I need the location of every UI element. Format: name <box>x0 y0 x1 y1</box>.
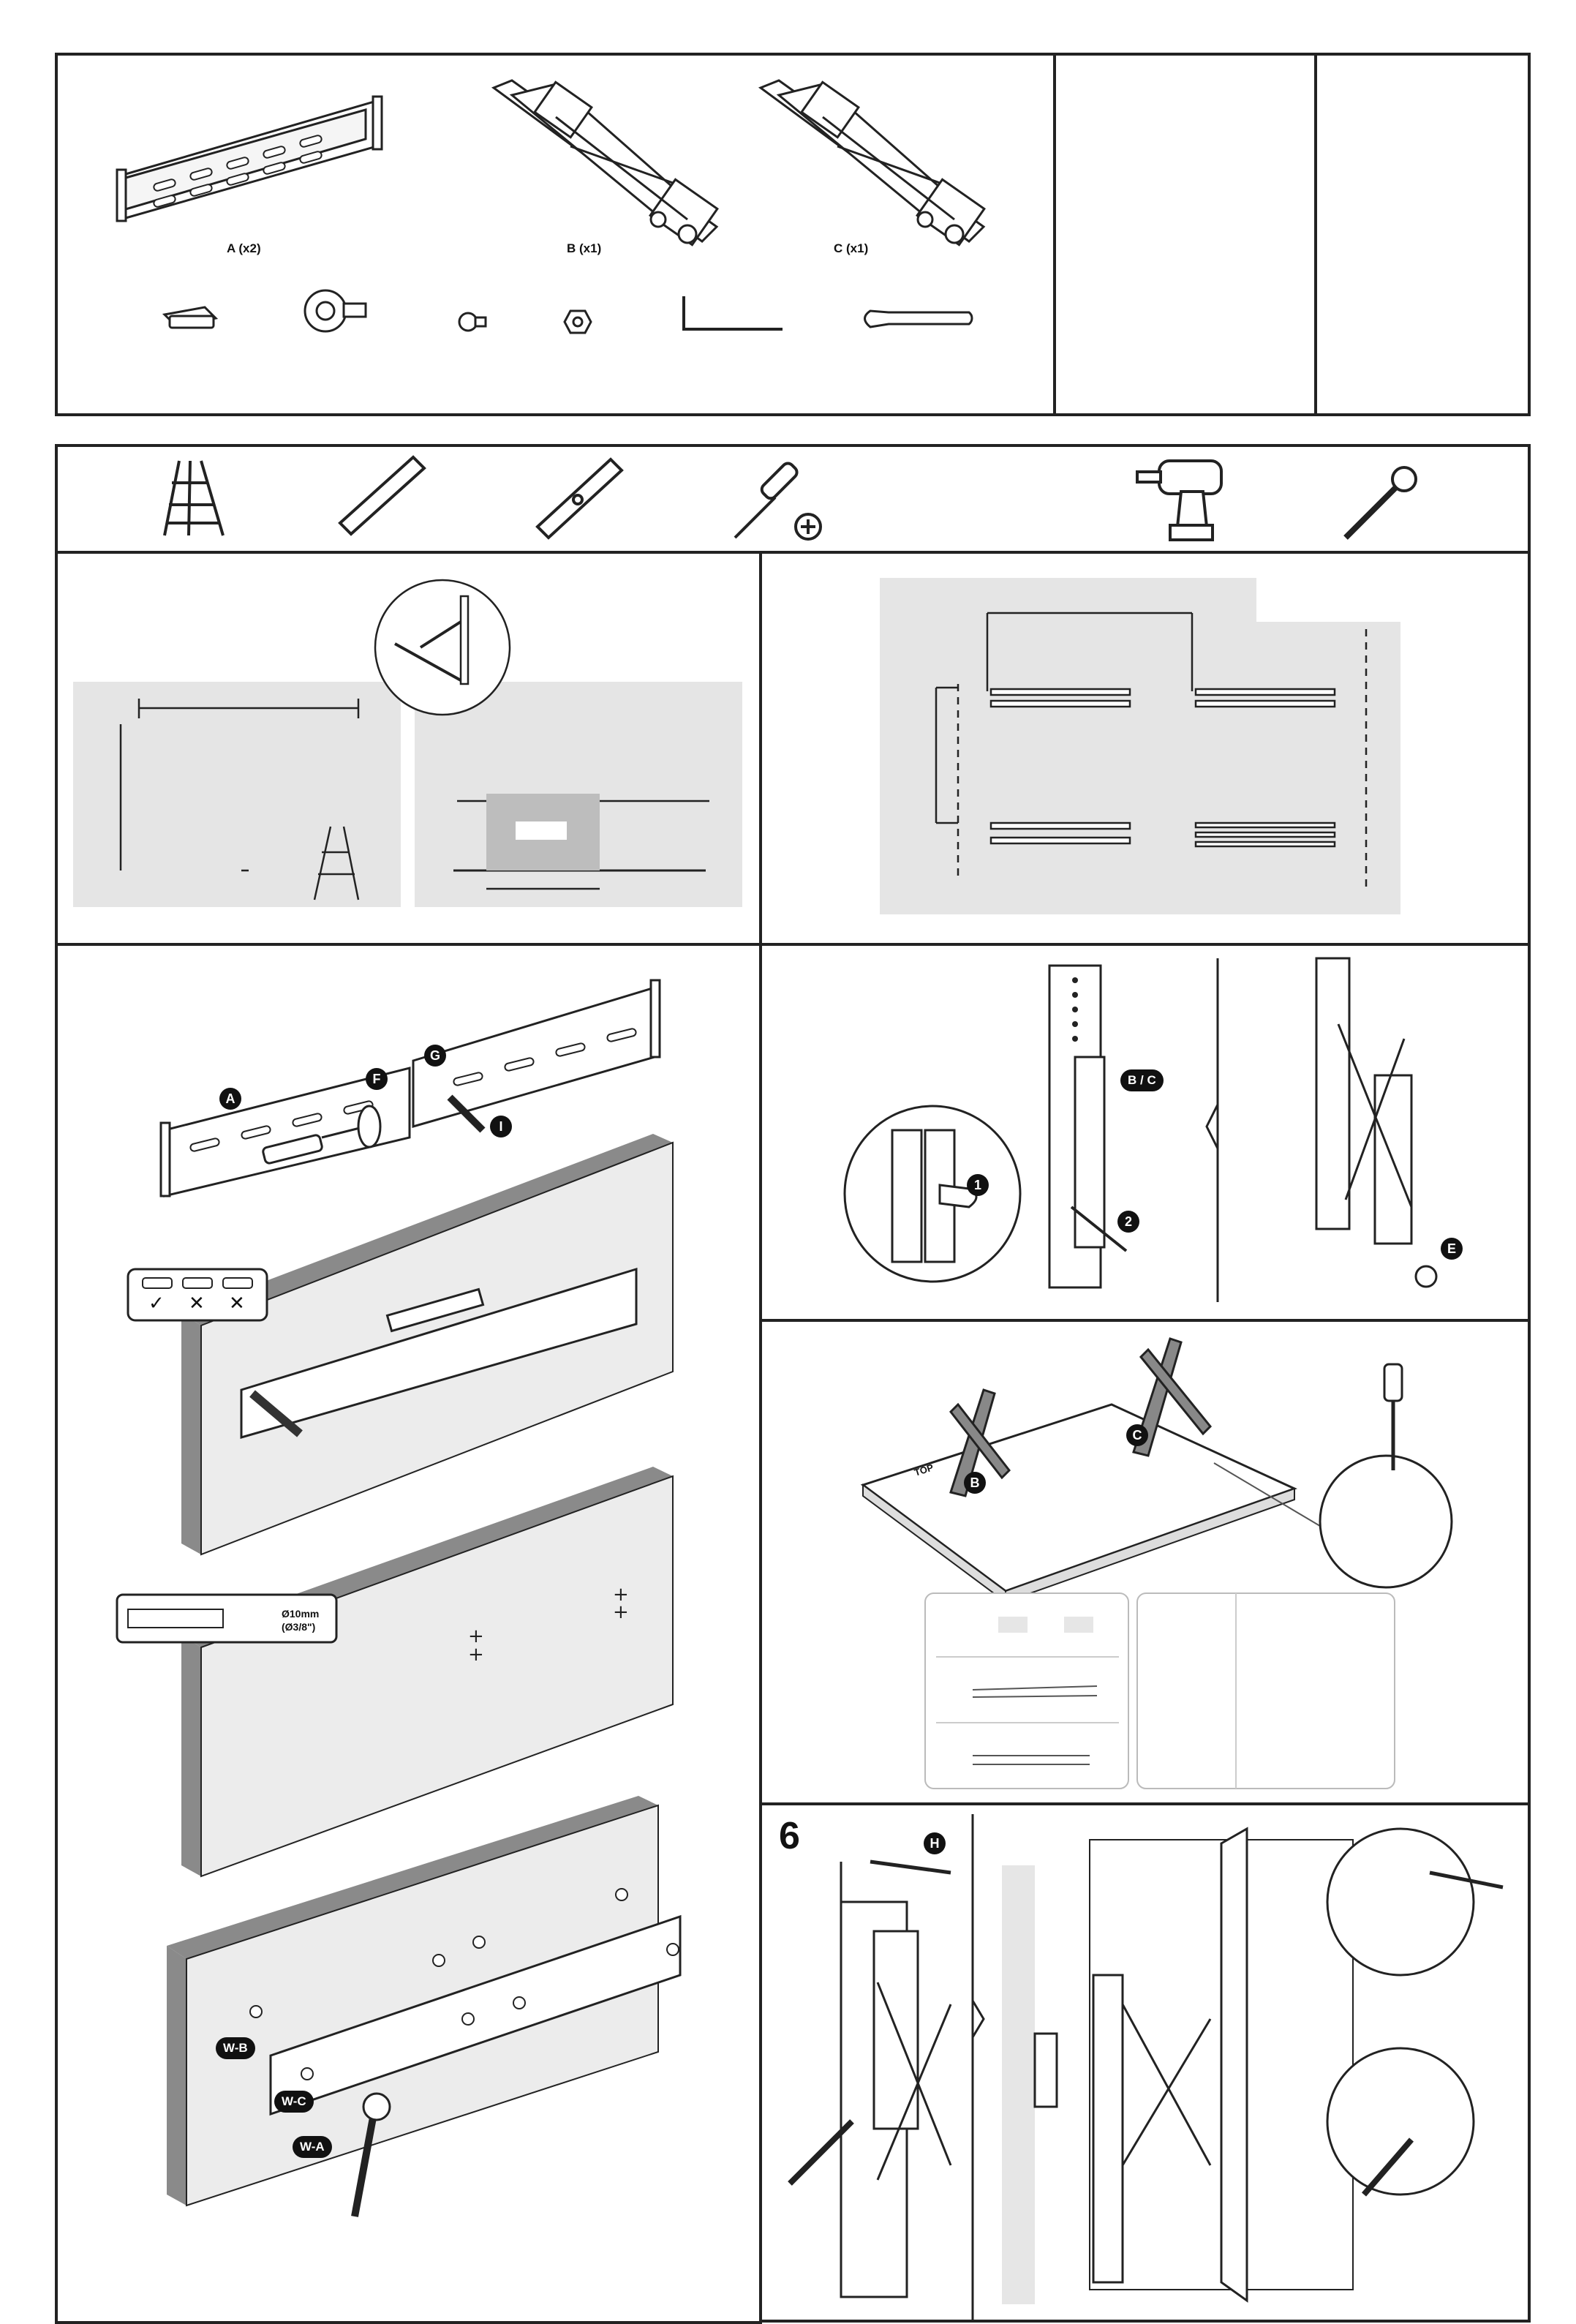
step-6-diagram <box>0 0 1576 2323</box>
